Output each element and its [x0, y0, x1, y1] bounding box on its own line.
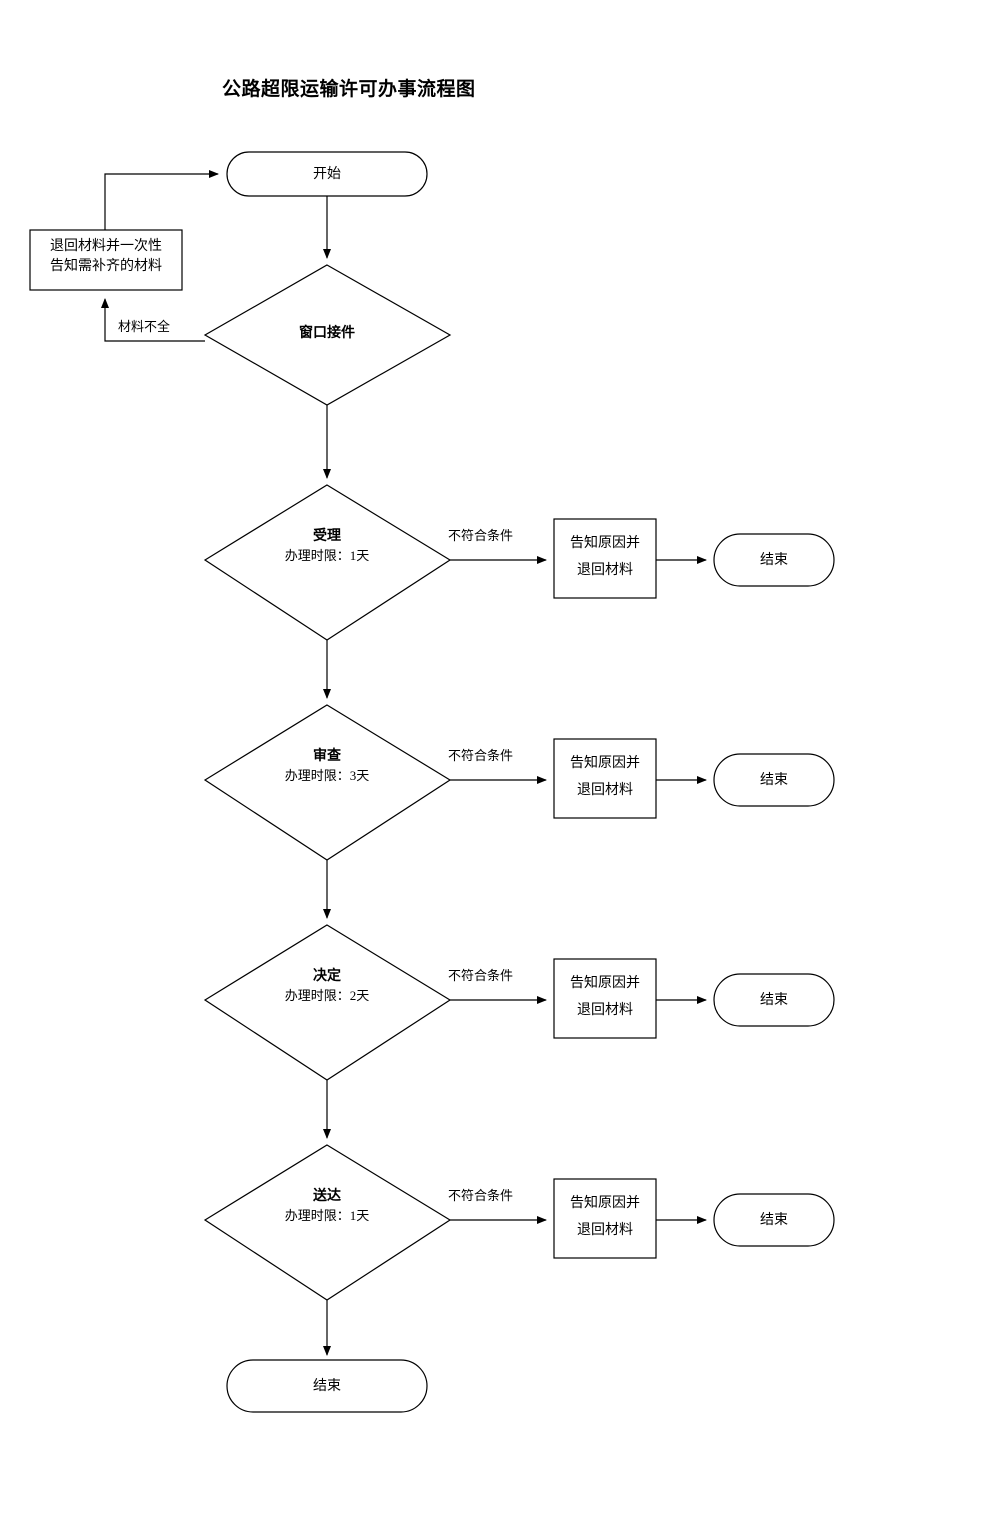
node-end-final[interactable] — [226, 1359, 428, 1413]
edge-window-intake-to-return-materials — [101, 298, 205, 342]
node-return-materials[interactable] — [29, 229, 183, 291]
node-notify-2[interactable] — [553, 738, 657, 819]
node-end-1[interactable] — [713, 533, 835, 587]
edge-return-materials-to-start — [104, 170, 219, 230]
node-end-3[interactable] — [713, 973, 835, 1027]
node-notify-3[interactable] — [553, 958, 657, 1039]
node-notify-4[interactable] — [553, 1178, 657, 1259]
node-window-intake[interactable] — [203, 264, 452, 406]
node-end-2[interactable] — [713, 753, 835, 807]
node-start[interactable] — [226, 151, 428, 197]
node-delivery[interactable] — [203, 1144, 452, 1301]
node-notify-1[interactable] — [553, 518, 657, 599]
node-decision-stage[interactable] — [203, 924, 452, 1081]
node-acceptance[interactable] — [203, 484, 452, 641]
node-end-4[interactable] — [713, 1193, 835, 1247]
node-review[interactable] — [203, 704, 452, 861]
page-title: 公路超限运输许可办事流程图 — [222, 79, 476, 100]
